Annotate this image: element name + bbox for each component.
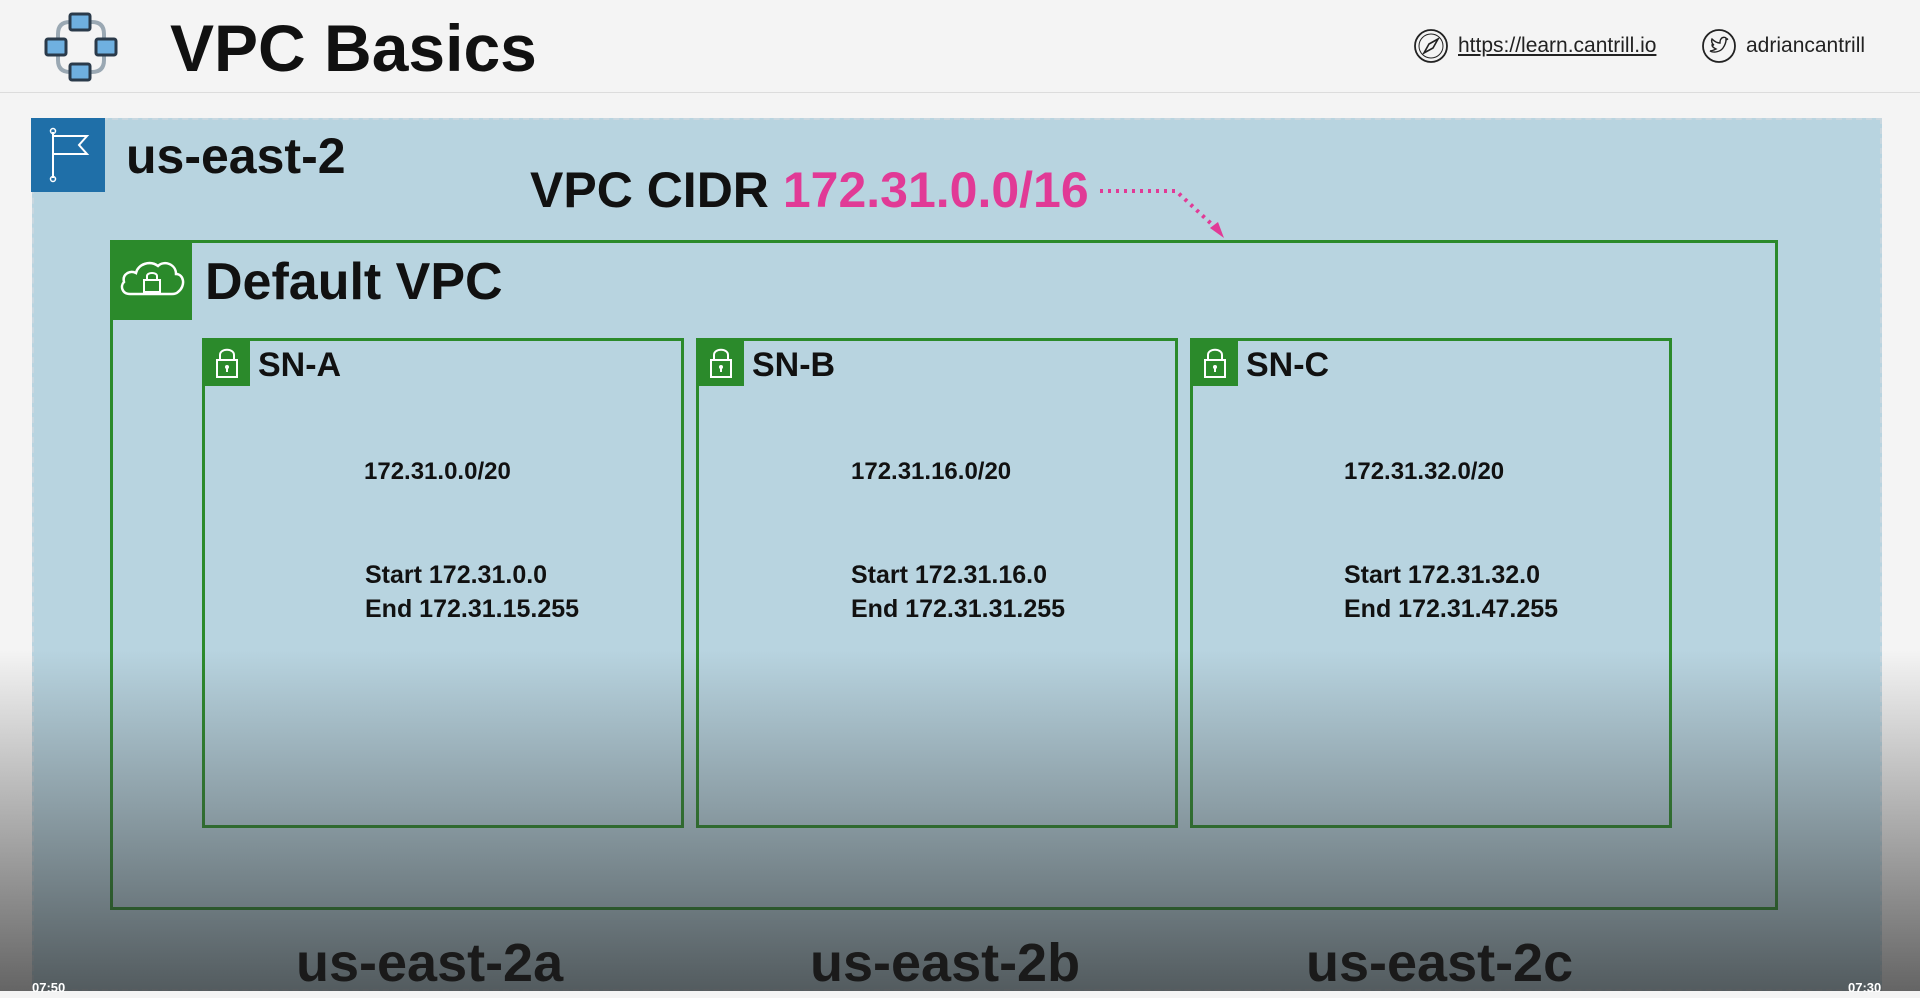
vpc-cidr-prefix: VPC CIDR xyxy=(530,162,769,218)
subnet-cidr: 172.31.16.0/20 xyxy=(851,458,1012,485)
video-time-remaining: 07:30 xyxy=(1848,980,1882,995)
page-title: VPC Basics xyxy=(170,11,537,85)
subnet-end: End 172.31.15.255 xyxy=(365,595,580,623)
subnet-range: Start 172.31.16.0 End 172.31.31.255 xyxy=(851,558,1065,626)
subnet-start: Start 172.31.16.0 xyxy=(851,561,1047,589)
twitter-handle[interactable]: adriancantrill xyxy=(1746,34,1866,57)
flag-icon-graphic xyxy=(49,127,90,183)
cidr-arrow xyxy=(1100,189,1224,238)
lock-icon-graphic xyxy=(1204,348,1226,378)
vpc-name: Default VPC xyxy=(205,253,503,311)
region-name: us-east-2 xyxy=(126,128,346,184)
vpc-cidr-value: 172.31.0.0/16 xyxy=(782,162,1089,218)
cloud-lock-icon xyxy=(112,242,192,320)
course-link[interactable]: https://learn.cantrill.io xyxy=(1458,34,1657,57)
lock-icon xyxy=(698,340,744,386)
subnet-range: Start 172.31.32.0 End 172.31.47.255 xyxy=(1344,558,1558,626)
header-bar: VPC Basics https://learn.cantrill.io adr… xyxy=(0,0,1920,93)
lock-icon-graphic xyxy=(216,348,238,378)
subnet-end: End 172.31.31.255 xyxy=(851,595,1066,623)
subnet-cidr: 172.31.0.0/20 xyxy=(364,458,511,485)
subnet-range: Start 172.31.0.0 End 172.31.15.255 xyxy=(365,558,579,626)
subnet-start: Start 172.31.0.0 xyxy=(365,561,548,589)
vpc-cidr-label: VPC CIDR 172.31.0.0/16 xyxy=(530,160,1089,220)
video-time-elapsed: 07:50 xyxy=(32,980,66,995)
lock-icon xyxy=(204,340,250,386)
subnet-name: SN-A xyxy=(258,346,342,384)
network-nodes-icon xyxy=(44,12,118,82)
lock-icon-graphic xyxy=(710,348,732,378)
subnet-start: Start 172.31.32.0 xyxy=(1344,561,1540,589)
az-label: us-east-2b xyxy=(810,933,1081,993)
subnet-name: SN-B xyxy=(752,346,836,384)
subnet-end: End 172.31.47.255 xyxy=(1344,595,1559,623)
az-label: us-east-2a xyxy=(296,933,564,993)
lock-icon xyxy=(1192,340,1238,386)
subnet-cidr: 172.31.32.0/20 xyxy=(1344,458,1505,485)
az-label: us-east-2c xyxy=(1306,933,1574,993)
flag-icon xyxy=(31,118,105,192)
compass-icon xyxy=(1414,29,1448,63)
subnet-name: SN-C xyxy=(1246,346,1330,384)
twitter-bird-icon xyxy=(1702,29,1736,63)
cloud-lock-graphic xyxy=(120,261,185,296)
